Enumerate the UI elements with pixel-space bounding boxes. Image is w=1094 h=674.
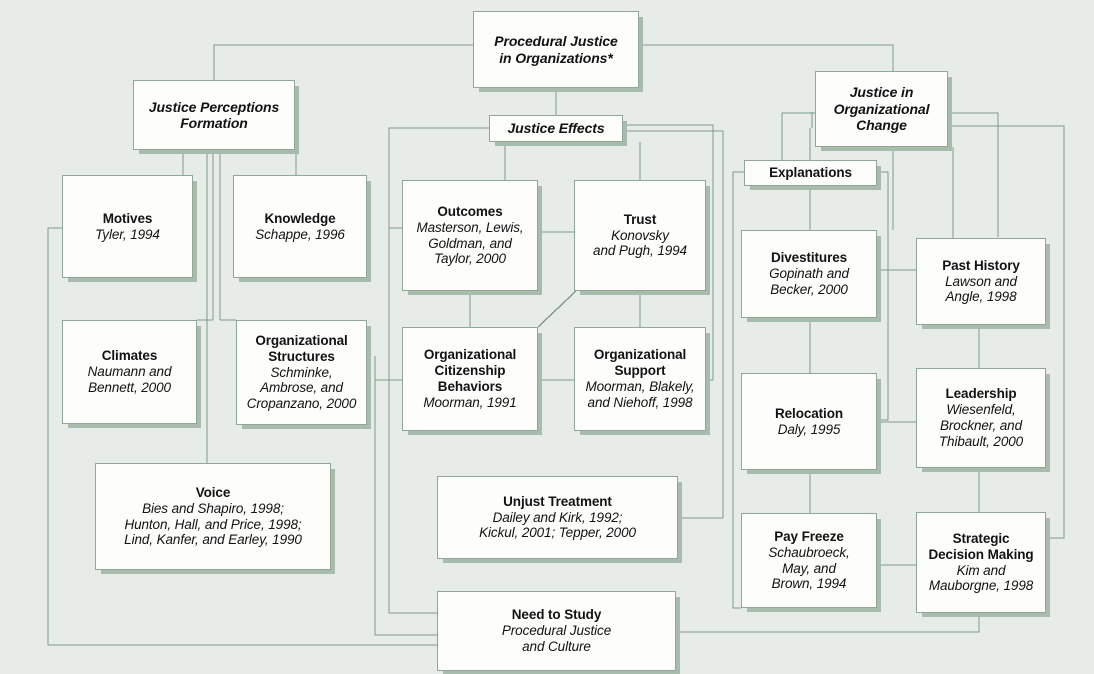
node-organizational-structures[interactable]: Organizational Structures Schminke, Ambr… <box>236 320 367 425</box>
wire-effects-right-support <box>623 124 714 380</box>
node-citation: Gopinath and Becker, 2000 <box>769 266 849 297</box>
node-voice[interactable]: Voice Bies and Shapiro, 1998; Hunton, Ha… <box>95 463 331 570</box>
node-citation: Lawson and Angle, 1998 <box>945 273 1017 305</box>
node-justice-effects[interactable]: Justice Effects <box>489 115 623 142</box>
node-title: Organizational Citizenship Behaviors <box>423 347 517 394</box>
node-citation: Naumann and Bennett, 2000 <box>87 364 172 395</box>
node-citation: Moorman, 1991 <box>423 394 517 410</box>
wire-effects-right-unjust <box>623 130 724 518</box>
node-title: Past History <box>942 257 1020 273</box>
node-title: Divestitures <box>770 250 848 266</box>
wire-root-change <box>639 44 894 71</box>
node-procedural-justice-in-organizations[interactable]: Procedural Justice in Organizations* <box>473 11 639 88</box>
node-organizational-citizenship-behaviors[interactable]: Organizational Citizenship Behaviors Moo… <box>402 327 538 431</box>
node-citation: Schminke, Ambrose, and Cropanzano, 2000 <box>246 364 357 412</box>
node-title: Motives <box>102 210 153 226</box>
node-title: Organizational Support <box>593 347 687 379</box>
node-unjust-treatment[interactable]: Unjust Treatment Dailey and Kirk, 1992; … <box>437 476 678 559</box>
node-citation: Procedural Justice and Culture <box>501 623 612 654</box>
node-citation: Kim and Mauborgne, 1998 <box>928 562 1034 594</box>
node-organizational-support[interactable]: Organizational Support Moorman, Blakely,… <box>574 327 706 431</box>
wire-root-perceptions <box>213 44 473 80</box>
node-citation: Schaubroeck, May, and Brown, 1994 <box>768 544 850 592</box>
node-relocation[interactable]: Relocation Daly, 1995 <box>741 373 877 470</box>
node-title: Knowledge <box>264 210 336 226</box>
node-outcomes[interactable]: Outcomes Masterson, Lewis, Goldman, and … <box>402 180 538 291</box>
node-justice-perceptions-formation[interactable]: Justice Perceptions Formation <box>133 80 295 150</box>
node-title: Pay Freeze <box>774 528 844 544</box>
wire-left-loop-need <box>47 227 437 646</box>
node-strategic-decision-making[interactable]: Strategic Decision Making Kim and Maubor… <box>916 512 1046 613</box>
wire-trust-ocb-diagonal <box>537 290 577 328</box>
node-citation: Moorman, Blakely, and Niehoff, 1998 <box>585 379 695 410</box>
node-justice-in-organizational-change[interactable]: Justice in Organizational Change <box>815 71 948 147</box>
node-title: Organizational Structures <box>255 333 348 364</box>
wire-change-strategic-right <box>948 125 1065 539</box>
node-title: Voice <box>195 484 231 500</box>
node-title: Need to Study <box>511 607 602 623</box>
node-divestitures[interactable]: Divestitures Gopinath and Becker, 2000 <box>741 230 877 318</box>
wire-change-history-right <box>948 112 999 237</box>
node-knowledge[interactable]: Knowledge Schappe, 1996 <box>233 175 367 278</box>
node-title: Relocation <box>774 405 843 421</box>
node-title: Climates <box>101 348 158 364</box>
node-citation: Wiesenfeld, Brockner, and Thibault, 2000 <box>938 402 1024 449</box>
node-title: Justice Effects <box>507 120 605 137</box>
node-title: Explanations <box>769 165 852 181</box>
wire-strategic-need <box>676 613 980 633</box>
node-explanations[interactable]: Explanations <box>744 160 877 186</box>
node-citation: Tyler, 1994 <box>95 226 160 242</box>
wire-explanations-payfreeze <box>732 171 744 609</box>
node-leadership[interactable]: Leadership Wiesenfeld, Brockner, and Thi… <box>916 368 1046 468</box>
node-citation: Dailey and Kirk, 1992; Kickul, 2001; Tep… <box>479 509 636 541</box>
node-title: Leadership <box>945 386 1017 402</box>
wire-effects-left-spine <box>388 127 489 614</box>
node-motives[interactable]: Motives Tyler, 1994 <box>62 175 193 278</box>
node-citation: Daly, 1995 <box>777 421 841 437</box>
node-climates[interactable]: Climates Naumann and Bennett, 2000 <box>62 320 197 424</box>
node-title: Unjust Treatment <box>503 493 612 509</box>
node-pay-freeze[interactable]: Pay Freeze Schaubroeck, May, and Brown, … <box>741 513 877 608</box>
node-need-to-study[interactable]: Need to Study Procedural Justice and Cul… <box>437 591 676 671</box>
node-citation: Schappe, 1996 <box>255 226 345 242</box>
node-title: Outcomes <box>437 203 503 219</box>
node-title: Strategic Decision Making <box>928 530 1034 562</box>
node-citation: Bies and Shapiro, 1998; Hunton, Hall, an… <box>124 500 302 548</box>
node-title: Trust <box>623 211 657 227</box>
wire-ocb-left-down <box>374 379 437 636</box>
node-citation: Masterson, Lewis, Goldman, and Taylor, 2… <box>416 219 524 267</box>
node-title: Justice Perceptions Formation <box>148 98 280 131</box>
node-citation: Konovsky and Pugh, 1994 <box>593 227 687 259</box>
node-title: Procedural Justice in Organizations* <box>494 33 618 66</box>
node-trust[interactable]: Trust Konovsky and Pugh, 1994 <box>574 180 706 291</box>
node-title: Justice in Organizational Change <box>833 84 930 134</box>
wire-explanations-relocation <box>877 171 889 421</box>
node-past-history[interactable]: Past History Lawson and Angle, 1998 <box>916 238 1046 325</box>
